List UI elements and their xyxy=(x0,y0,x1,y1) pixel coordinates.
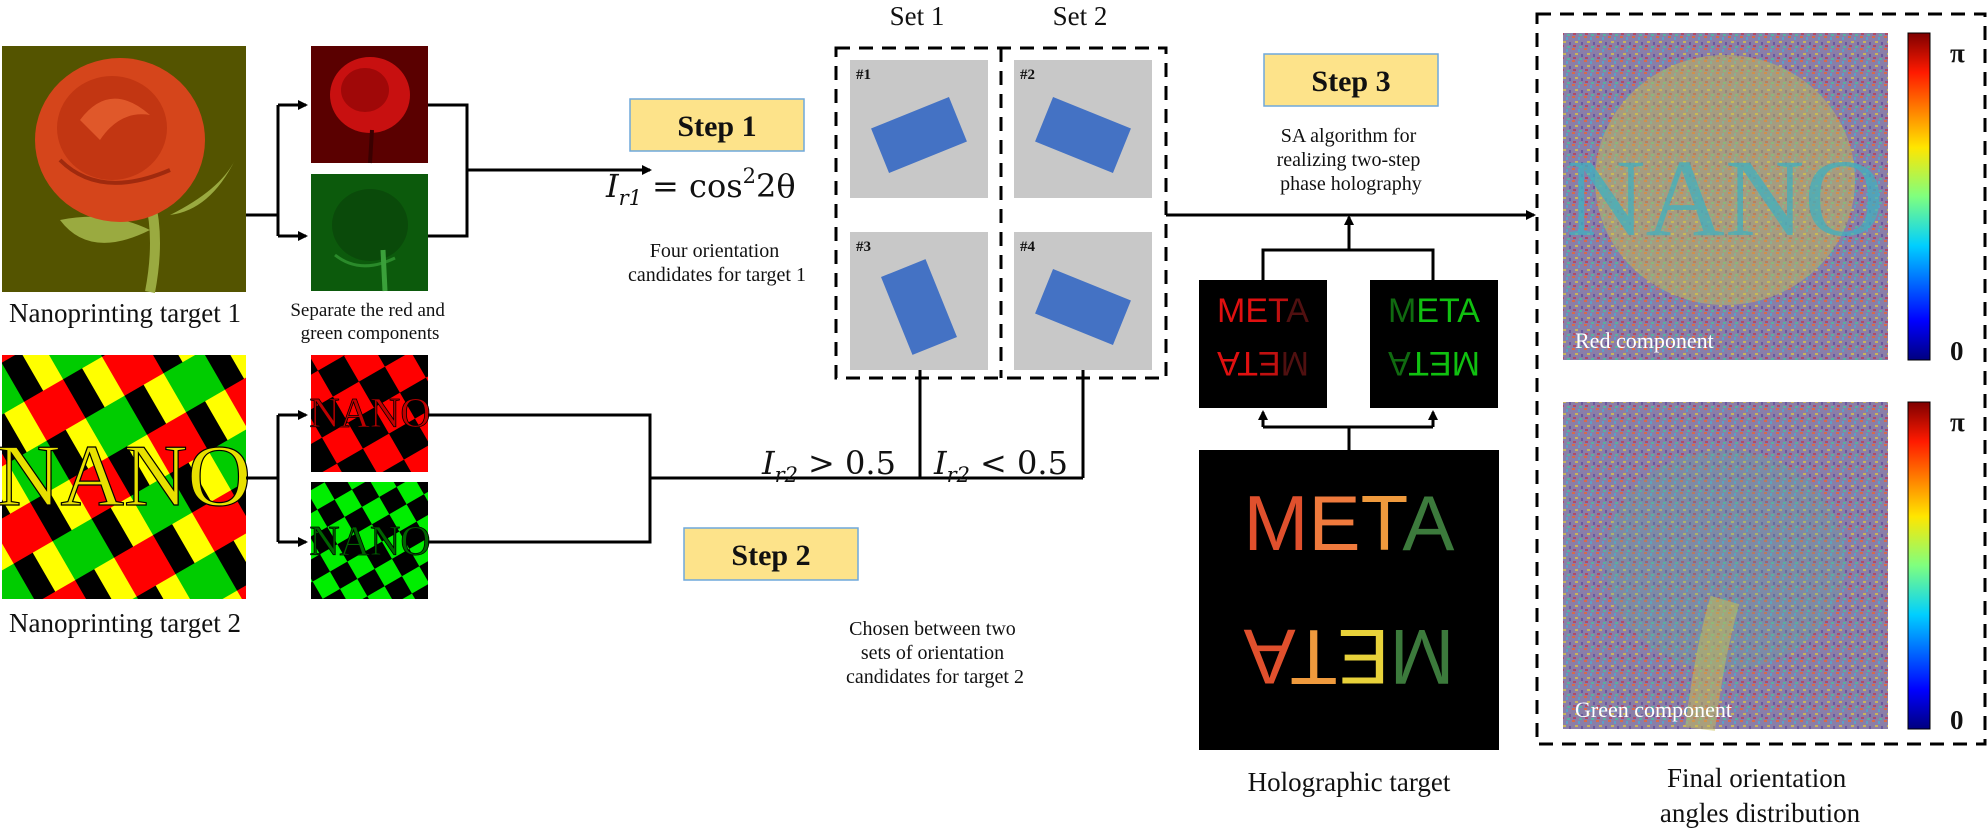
equation-ir2-lt: Ir2< 0.5 xyxy=(933,444,1068,487)
nanobrick-rect xyxy=(881,259,957,355)
nano-text-green: NANO xyxy=(309,519,430,565)
orientation-tile-3: #3 xyxy=(850,232,988,370)
colorbar-green-max: π xyxy=(1950,407,1965,437)
colorbar-red-min: 0 xyxy=(1950,336,1964,366)
red-rose-component xyxy=(311,46,428,164)
set1-label: Set 1 xyxy=(890,1,945,31)
nano-text-red: NANO xyxy=(309,391,430,437)
equation-ir1: Ir1= cos22θ xyxy=(605,164,796,210)
step1-box: Step 1 xyxy=(629,98,805,152)
meta-green-top: META xyxy=(1388,292,1480,330)
meta-red-top: META xyxy=(1217,292,1309,330)
step2-label: Step 2 xyxy=(731,539,810,572)
orientation-tile-1: #1 xyxy=(850,60,988,198)
orientation-tile-2: #2 xyxy=(1014,60,1152,198)
set2-label: Set 2 xyxy=(1053,1,1108,31)
nano-text-target2: NANO xyxy=(0,428,251,525)
split-connectors-bottom xyxy=(246,308,1088,547)
target2-caption: Nanoprinting target 2 xyxy=(9,608,241,638)
final-frame xyxy=(1535,12,1987,746)
meta-red-bottom: META xyxy=(1217,344,1309,382)
step3-label: Step 3 xyxy=(1311,65,1390,98)
red-nano-component: NANO xyxy=(309,355,431,472)
tile-id-label: #2 xyxy=(1020,67,1035,83)
orientation-tile-4: #4 xyxy=(1014,232,1152,370)
colorbar-red-max: π xyxy=(1950,38,1965,68)
nano-target-image: NANO xyxy=(0,355,252,599)
green-rose-component xyxy=(311,174,428,292)
tile-id-label: #3 xyxy=(856,239,871,255)
colorbar-red: π 0 xyxy=(1907,32,1965,366)
colorbar-green-min: 0 xyxy=(1950,705,1964,735)
equation-ir2-gt: Ir2> 0.5 xyxy=(761,444,896,487)
red-meta-panel: META META xyxy=(1199,280,1327,408)
holo-caption: Holographic target xyxy=(1248,767,1451,797)
green-component-map: Green component xyxy=(1563,402,1888,731)
nanobrick-rect xyxy=(1035,269,1131,345)
green-meta-panel: META META xyxy=(1370,280,1498,408)
rose-target-image xyxy=(2,46,246,293)
sa-caption: SA algorithm for realizing two-step phas… xyxy=(1277,125,1426,195)
green-component-label: Green component xyxy=(1575,697,1732,722)
holo-meta-top: META xyxy=(1244,479,1455,567)
separate-caption: Separate the red and green components xyxy=(290,300,449,344)
holography-connectors xyxy=(1258,215,1438,450)
red-map-nano: NANO xyxy=(1566,137,1884,259)
split-connectors-top xyxy=(246,100,652,241)
target1-caption: Nanoprinting target 1 xyxy=(9,298,241,328)
tile-id-label: #1 xyxy=(856,67,871,83)
nanobrick-rect xyxy=(871,97,967,173)
step1-label: Step 1 xyxy=(677,110,756,143)
holographic-target-image: META META xyxy=(1199,450,1499,750)
step3-box: Step 3 xyxy=(1263,53,1439,107)
chosen-caption: Chosen between two sets of orientation c… xyxy=(846,618,1024,688)
red-component-label: Red component xyxy=(1575,328,1714,353)
red-component-map: NANO Red component xyxy=(1563,33,1888,360)
meta-green-bottom: META xyxy=(1388,344,1480,382)
green-nano-component: NANO xyxy=(309,482,431,599)
orientation-tiles: #1 #2 #3 #4 xyxy=(850,60,1152,370)
final-caption: Final orientation angles distribution xyxy=(1660,763,1861,828)
nanobrick-rect xyxy=(1035,97,1131,173)
four-candidates-caption: Four orientation candidates for target 1 xyxy=(628,240,806,286)
step2-box: Step 2 xyxy=(683,527,859,581)
holo-meta-bottom: META xyxy=(1244,613,1455,701)
colorbar-green: π 0 xyxy=(1907,401,1965,735)
tile-id-label: #4 xyxy=(1020,239,1036,255)
